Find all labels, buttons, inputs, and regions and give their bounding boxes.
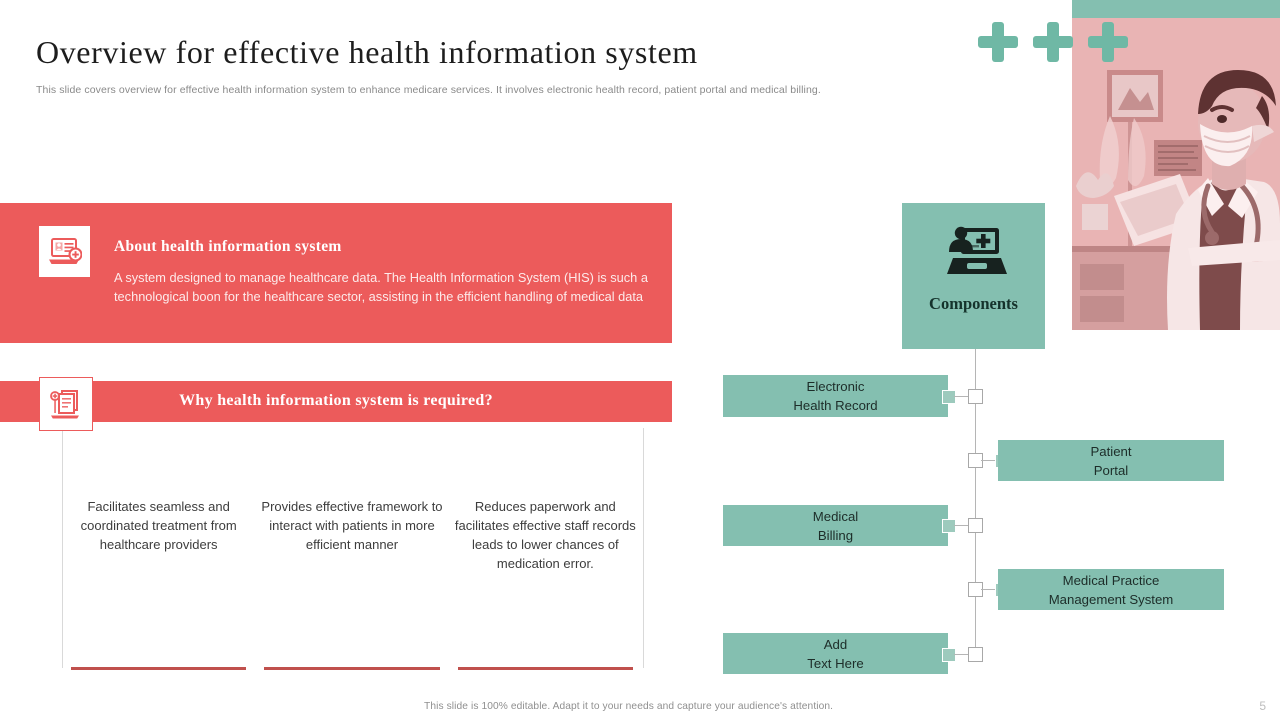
components-header-box	[902, 203, 1045, 349]
flow-connector-2	[981, 460, 996, 462]
flow-connector-1	[954, 396, 969, 398]
why-heading: Why health information system is require…	[179, 392, 493, 409]
laptop-patient-record-icon	[39, 226, 90, 277]
page-subtitle: This slide covers overview for effective…	[36, 84, 821, 96]
why-underlines	[62, 667, 642, 670]
flow-connector-3	[954, 525, 969, 527]
flow-node-1	[968, 389, 983, 404]
why-column-1: Facilitates seamless and coordinated tre…	[80, 499, 237, 552]
about-panel	[0, 203, 672, 343]
plus-icon	[1088, 22, 1128, 62]
flow-connector-5	[954, 654, 969, 656]
plus-icon	[978, 22, 1018, 62]
flow-box-medical-practice-management-system[interactable]: Medical Practice Management System	[998, 569, 1224, 610]
doctor-photo	[1072, 18, 1280, 330]
flow-box-add-text-here[interactable]: Add Text Here	[723, 633, 948, 674]
why-columns: Facilitates seamless and coordinated tre…	[62, 497, 642, 573]
why-column-2: Provides effective framework to interact…	[261, 499, 443, 552]
flow-node-3	[968, 518, 983, 533]
components-title: Components	[929, 294, 1018, 313]
flow-box-label: Medical Billing	[812, 508, 859, 543]
flow-node-5	[968, 647, 983, 662]
about-body-text: A system designed to manage healthcare d…	[114, 270, 648, 304]
about-heading: About health information system	[114, 238, 342, 255]
clipboard-plus-stand-glyph	[50, 390, 79, 419]
doctor-photo-illustration	[1072, 18, 1280, 330]
plus-icon	[1033, 22, 1073, 62]
laptop-person-cross-icon	[941, 222, 1007, 280]
page-number: 5	[1259, 699, 1266, 713]
flow-connector-4	[981, 589, 996, 591]
flow-box-label: Patient Portal	[1090, 443, 1132, 478]
why-underline-3	[449, 667, 642, 670]
flow-box-label: Add Text Here	[807, 636, 864, 671]
footer-note: This slide is 100% editable. Adapt it to…	[424, 701, 834, 712]
flow-box-patient-portal[interactable]: Patient Portal	[998, 440, 1224, 481]
clipboard-plus-stand-icon	[39, 377, 93, 431]
why-content-panel	[62, 428, 644, 668]
laptop-person-cross-glyph	[947, 226, 1007, 274]
why-column-3: Reduces paperwork and facilitates effect…	[454, 499, 636, 571]
flow-box-label: Electronic Health Record	[793, 379, 878, 413]
flow-box-medical-billing[interactable]: Medical Billing	[723, 505, 948, 546]
flowchart-spine	[974, 349, 976, 655]
flow-box-electronic-health-record[interactable]: Electronic Health Record	[723, 375, 948, 417]
plus-decoration-group	[978, 22, 1128, 62]
flow-box-label: Medical Practice Management System	[1048, 572, 1174, 607]
laptop-patient-record-glyph	[48, 237, 82, 264]
page-title: Overview for effective health informatio…	[36, 34, 698, 70]
why-underline-1	[62, 667, 255, 670]
why-bar	[0, 381, 672, 422]
why-underline-2	[255, 667, 448, 670]
